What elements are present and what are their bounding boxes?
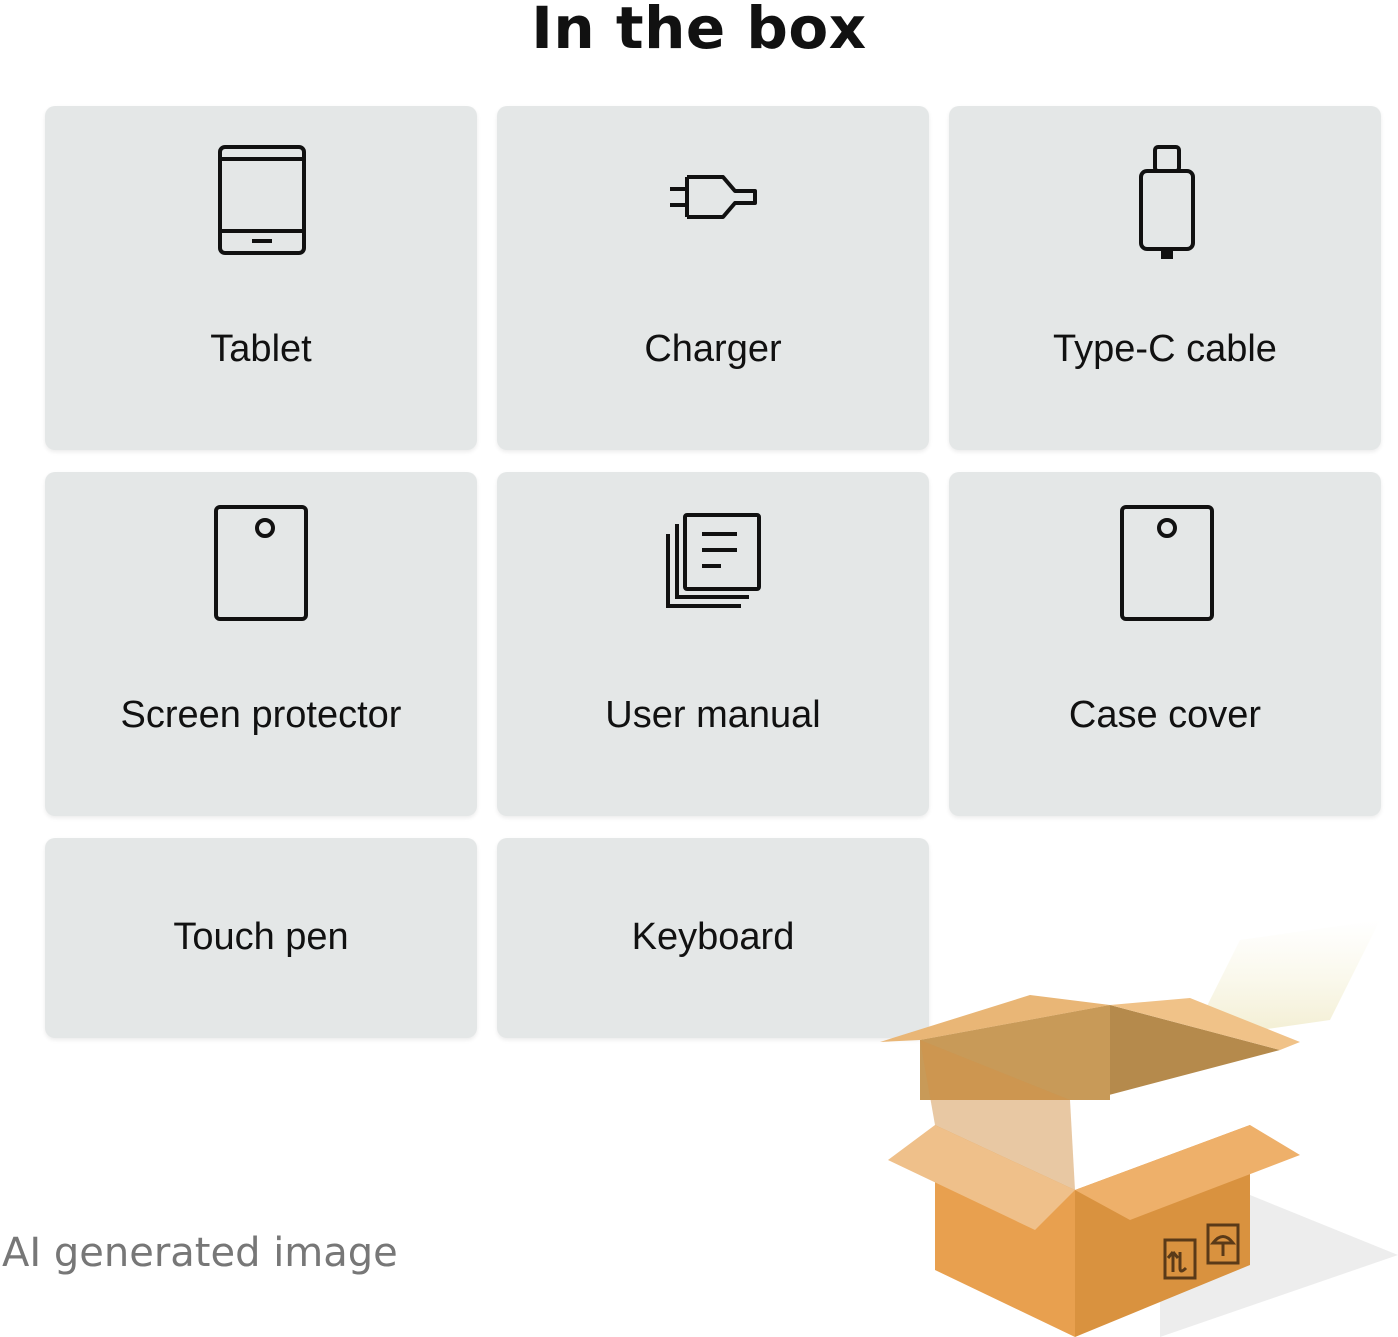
item-label: Case cover (1068, 694, 1262, 736)
item-card-tablet: Tablet (45, 106, 477, 450)
item-card-charger: Charger (497, 106, 929, 450)
item-label: Tablet (210, 328, 312, 370)
screen-protector-icon (214, 505, 308, 621)
item-card-screen-protector: Screen protector (45, 472, 477, 816)
plug-icon (670, 175, 757, 219)
case-cover-icon (1120, 505, 1214, 621)
item-card-touch-pen: Touch pen (45, 838, 477, 1038)
item-label: Touch pen (173, 916, 349, 958)
item-label: Charger (644, 328, 782, 370)
open-box-illustration (880, 920, 1398, 1337)
item-label: Keyboard (631, 916, 795, 958)
item-label: Type-C cable (1053, 328, 1277, 370)
tablet-icon (218, 145, 306, 255)
item-card-user-manual: User manual (497, 472, 929, 816)
item-label: Screen protector (120, 694, 402, 736)
item-card-case-cover: Case cover (949, 472, 1381, 816)
item-card-type-c-cable: Type-C cable (949, 106, 1381, 450)
page-title: In the box (531, 0, 867, 62)
ai-generated-watermark: AI generated image (2, 1230, 398, 1276)
documents-icon (666, 513, 761, 608)
item-label: User manual (605, 694, 821, 736)
item-card-keyboard: Keyboard (497, 838, 929, 1038)
usb-c-cable-icon (1139, 145, 1195, 259)
